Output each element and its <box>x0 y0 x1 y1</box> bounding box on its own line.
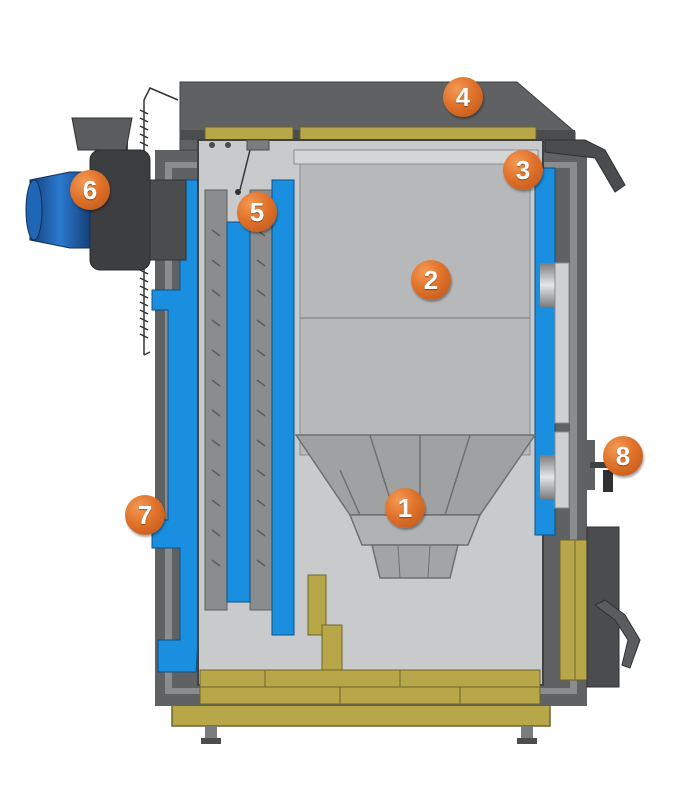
marker-5: 5 <box>237 192 277 232</box>
marker-4: 4 <box>443 77 483 117</box>
top-lever <box>209 139 626 193</box>
front-water-jacket <box>534 167 570 536</box>
door-handle <box>585 440 613 492</box>
insulation <box>199 539 591 705</box>
marker-6: 6 <box>70 170 110 210</box>
marker-7: 7 <box>125 495 165 535</box>
fuel-chamber <box>293 149 539 456</box>
marker-1: 1 <box>385 488 425 528</box>
rear-water-jacket <box>151 179 199 673</box>
front-door <box>586 526 641 688</box>
marker-2: 2 <box>411 260 451 300</box>
marker-3: 3 <box>503 150 543 190</box>
marker-8: 8 <box>603 436 643 476</box>
burner-grate <box>294 434 537 579</box>
heat-exchanger <box>204 149 295 636</box>
base <box>171 703 551 744</box>
